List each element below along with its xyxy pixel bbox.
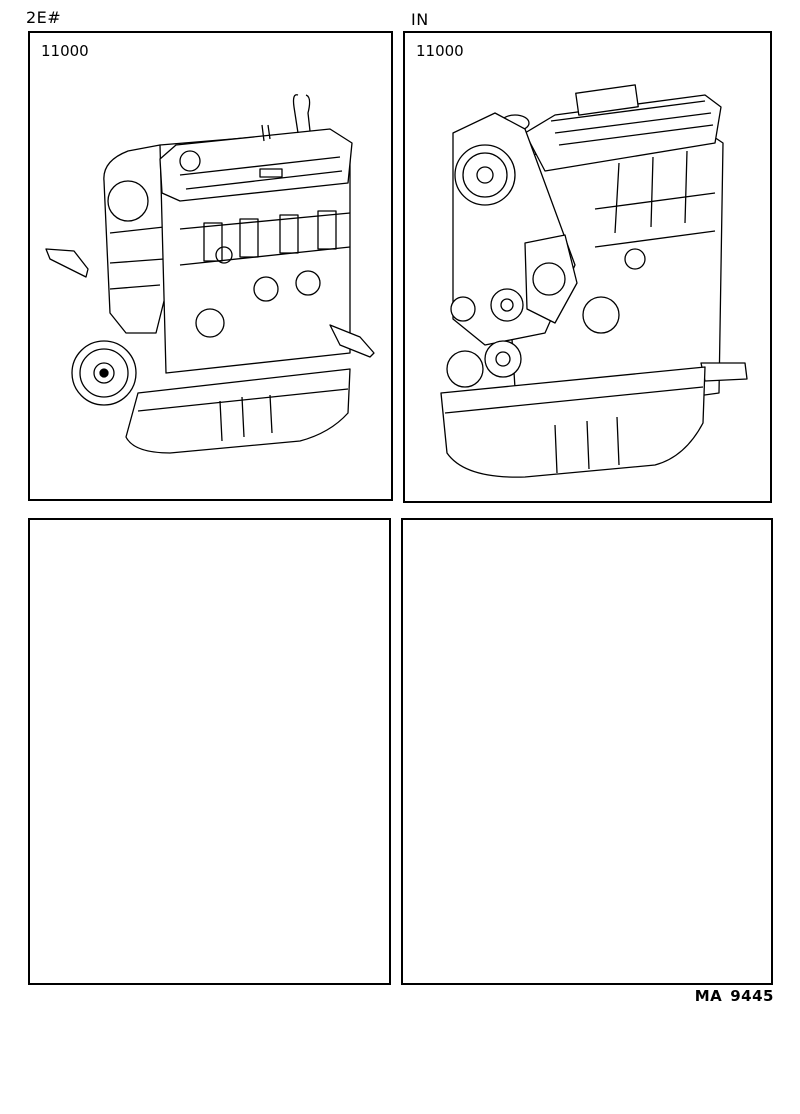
parts-panel-4: [401, 518, 773, 985]
engine-assembly-illustration: [440, 84, 748, 478]
part-number: 11000: [416, 42, 464, 60]
illustration-code: MA 9445: [695, 987, 774, 1005]
part-number: 11000: [41, 42, 89, 60]
engine-assembly-illustration: [45, 94, 375, 454]
parts-panel-3: [28, 518, 391, 985]
column-header-left: 2E#: [26, 8, 62, 27]
illustration-code-prefix: MA: [694, 987, 723, 1005]
illustration-code-number: 9445: [730, 987, 774, 1005]
parts-panel-2: 11000: [403, 31, 772, 503]
parts-panel-1: 11000: [28, 31, 393, 501]
column-header-right: IN: [411, 10, 429, 29]
